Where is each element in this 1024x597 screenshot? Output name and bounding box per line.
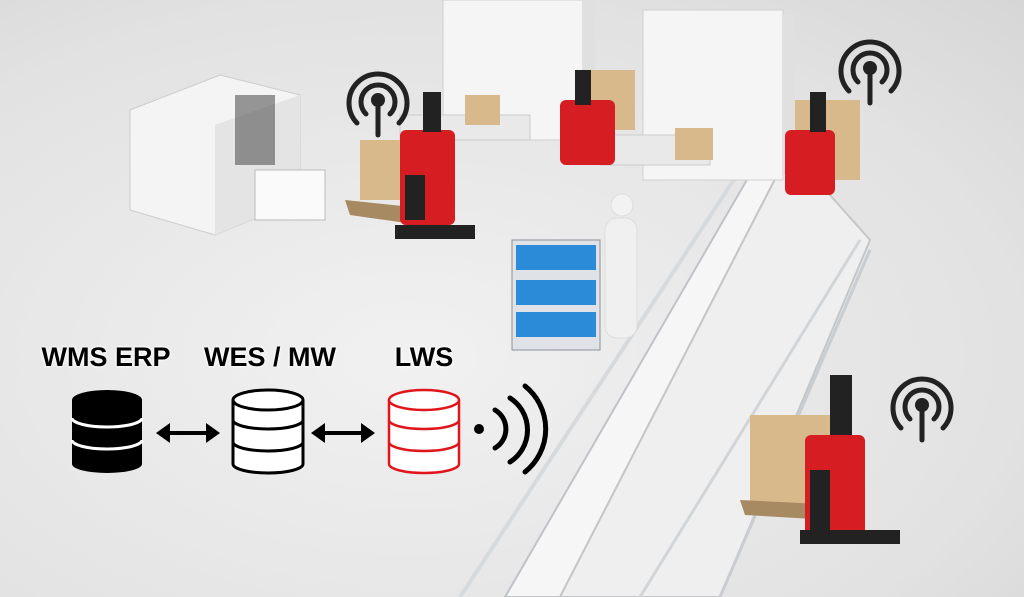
pallet-truck <box>740 375 900 544</box>
database-icon-wms-erp <box>70 390 144 473</box>
label-lws: LWS <box>394 342 454 372</box>
label-wes-mw: WES / MW <box>204 342 336 372</box>
machine-left <box>129 74 326 236</box>
pallet-truck <box>560 70 635 165</box>
box <box>465 95 500 125</box>
antenna-icon <box>838 39 902 106</box>
wireless-signal-icon <box>474 383 549 475</box>
conveyor-line <box>458 138 872 597</box>
database-icon-wes-mw <box>231 388 305 475</box>
database-icon-lws <box>387 388 461 475</box>
pallet-truck <box>345 92 475 239</box>
pallet-truck <box>785 92 860 195</box>
double-arrow-icon <box>311 423 375 443</box>
antenna-icon <box>346 71 410 138</box>
double-arrow-icon <box>156 423 220 443</box>
antenna-icon <box>890 376 954 443</box>
label-wms-erp: WMS ERP <box>41 342 171 372</box>
tote-cart <box>511 239 601 351</box>
box <box>675 128 713 160</box>
worker-figure <box>604 193 638 339</box>
